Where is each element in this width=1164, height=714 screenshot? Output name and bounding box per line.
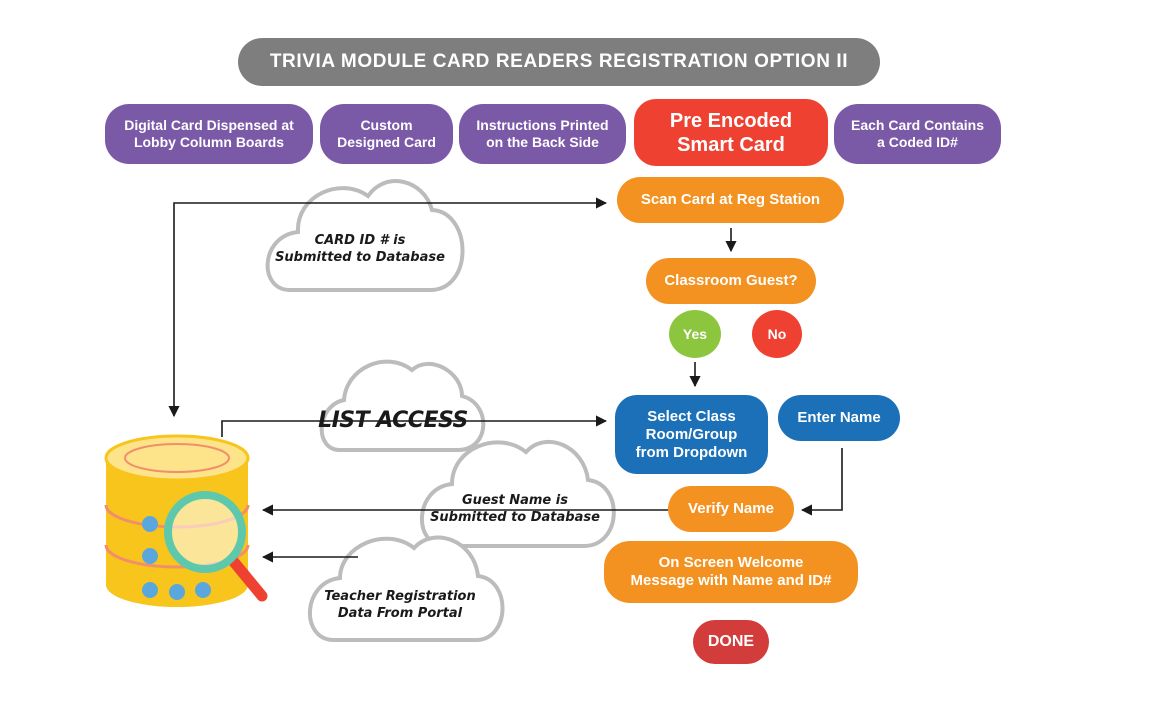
step-enter-name: Enter Name — [778, 395, 900, 441]
cloud-guest-name — [420, 440, 616, 548]
step-select-class: Select Class Room/Group from Dropdown — [615, 395, 768, 474]
magnifier-icon — [164, 491, 268, 602]
cloud-list-access — [319, 359, 486, 452]
cloud-label-teacher: Teacher Registration Data From Portal — [324, 589, 476, 621]
step-scan-card: Scan Card at Reg Station — [617, 177, 844, 223]
step-no: No — [752, 310, 802, 358]
feature-coded-id: Each Card Contains a Coded ID# — [834, 104, 1001, 164]
step-done: DONE — [693, 620, 769, 664]
connector-enter-verify — [800, 448, 843, 516]
feature-smart-card: Pre Encoded Smart Card — [634, 99, 828, 166]
feature-custom-card: Custom Designed Card — [320, 104, 453, 164]
diagram-title: TRIVIA MODULE CARD READERS REGISTRATION … — [238, 38, 880, 86]
cloud-teacher — [308, 535, 505, 642]
step-classroom-question: Classroom Guest? — [646, 258, 816, 304]
step-yes: Yes — [669, 310, 721, 358]
cloud-card-id — [265, 179, 465, 292]
cloud-label-list-access: LIST ACCESS — [318, 408, 468, 433]
cloud-label-card-id: CARD ID # is Submitted to Database — [275, 233, 445, 265]
connector-db-top — [168, 202, 410, 418]
step-verify-name: Verify Name — [668, 486, 794, 532]
feature-digital-card: Digital Card Dispensed at Lobby Column B… — [105, 104, 313, 164]
step-welcome-message: On Screen Welcome Message with Name and … — [604, 541, 858, 603]
feature-instructions: Instructions Printed on the Back Side — [459, 104, 626, 164]
cloud-label-guest-name: Guest Name is Submitted to Database — [430, 493, 600, 525]
connector-list-access — [221, 415, 608, 437]
